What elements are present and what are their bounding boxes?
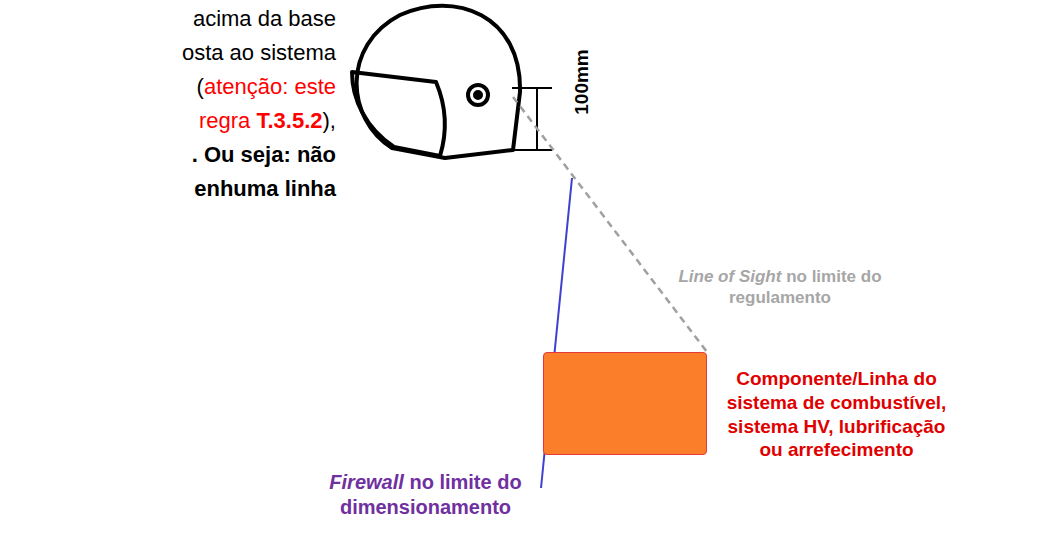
dimension-label: 100mm [570,32,594,132]
dimension-line [512,87,552,89]
helmet-visor [352,72,445,156]
label-text: ( [197,74,204,99]
label-text: . Ou seja: não [192,142,336,167]
dimension-line [536,88,538,150]
label-text: osta ao sistema [182,40,336,65]
helmet-drawing [352,6,520,158]
label-text: T.3.5.2 [257,108,323,133]
note-text: enhuma linha [0,172,336,206]
label-text: atenção: este [204,74,336,99]
note-text: acima da base [0,2,336,36]
helmet-eye-dot [475,92,481,98]
helmet-eye [468,85,488,105]
note-text: (atenção: este [0,70,336,104]
note-text: . Ou seja: não [0,138,336,172]
label-text: Line of Sight [678,267,781,286]
note-text: regra T.3.5.2), [0,104,336,138]
label-text: enhuma linha [194,176,336,201]
line-of-sight-label: Line of Sightno limite do regulamento [655,266,905,309]
note-text: osta ao sistema [0,36,336,70]
dimension-line [513,149,552,151]
label-text: Firewall [329,471,403,493]
firewall-label: Firewallno limite do dimensionamento [318,470,533,520]
component-box: Componente/Linha do sistema de combustív… [543,352,707,455]
label-text: regra [199,108,250,133]
line-of-sight [513,97,707,352]
component-label: Componente/Linha do sistema de combustív… [714,367,959,462]
label-text: acima da base [193,6,336,31]
label-text: ), [323,108,336,133]
label-text: 100mm [571,49,592,115]
